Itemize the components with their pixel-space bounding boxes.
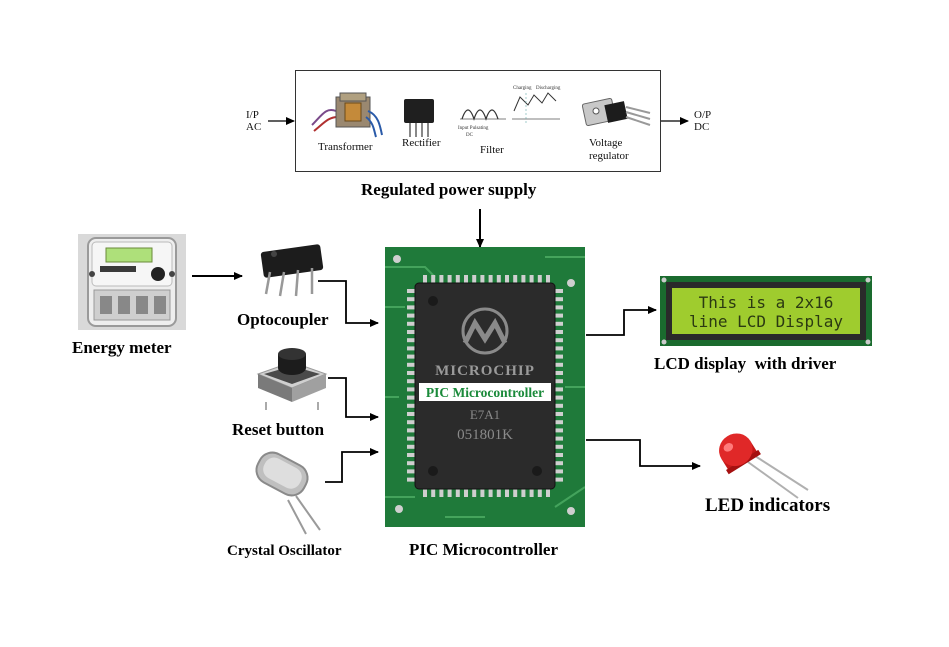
dc-output-line2: DC xyxy=(694,121,710,133)
regulator-label-line2: regulator xyxy=(589,150,629,162)
lcd-line1: This is a 2x16 xyxy=(699,293,834,312)
reset-to-mcu-arrow xyxy=(328,377,379,421)
crystal-oscillator-label: Crystal Oscillator xyxy=(227,543,342,559)
chip-code-line1: E7A1 xyxy=(470,407,500,422)
charging-label: Charging xyxy=(513,86,532,91)
reset-button-icon xyxy=(256,348,328,410)
optocoupler-label: Optocoupler xyxy=(237,310,329,329)
ac-input-line1: I/P xyxy=(246,109,259,121)
dc-output-line1: O/P xyxy=(694,109,712,121)
chip-brand: MICROCHIP xyxy=(435,363,535,379)
regulator-label: Voltage regulator xyxy=(589,137,629,163)
power-supply-block: Transformer Rectifier Charging Dischargi… xyxy=(295,70,661,172)
chip-code-line2: 051801K xyxy=(457,427,513,443)
discharging-label: Discharging xyxy=(536,86,561,91)
led-caption: LED indicators xyxy=(705,495,831,516)
mcu-to-led-arrow xyxy=(586,439,701,470)
lcd-line2: line LCD Display xyxy=(689,312,843,331)
crystal-oscillator-icon xyxy=(255,451,321,535)
dc-output-label: O/P DC xyxy=(694,109,711,133)
chip-overlay-label: PIC Microcontroller xyxy=(426,385,544,400)
energy-meter-icon xyxy=(78,234,186,330)
mcu-to-lcd-arrow xyxy=(586,306,657,336)
lcd-caption: LCD display with driver xyxy=(654,354,837,373)
chip-pins xyxy=(407,275,563,497)
optocoupler-icon xyxy=(260,244,324,297)
rectifier-icon xyxy=(404,99,434,137)
pulsating-line1: Input Pulsating xyxy=(458,126,489,131)
opto-to-mcu-arrow xyxy=(318,280,379,327)
pulsating-line2: DC xyxy=(466,133,474,138)
transformer-label: Transformer xyxy=(318,141,373,153)
transformer-icon xyxy=(311,92,383,138)
mcu-caption: PIC Microcontroller xyxy=(409,540,559,559)
voltage-regulator-icon xyxy=(582,97,651,127)
crystal-to-mcu-arrow xyxy=(325,448,379,483)
rectifier-label: Rectifier xyxy=(402,137,441,149)
reset-button-label: Reset button xyxy=(232,420,325,439)
pic-microcontroller-image: MICROCHIP E7A1 051801K PIC Microcontroll… xyxy=(385,247,585,527)
filter-graph: Charging Discharging Input Pulsating DC xyxy=(458,86,561,138)
energy-meter-label: Energy meter xyxy=(72,338,172,357)
regulator-label-line1: Voltage xyxy=(589,137,623,149)
ac-input-label: I/P AC xyxy=(246,109,261,133)
lcd-display-icon: This is a 2x16 line LCD Display xyxy=(660,276,872,346)
power-supply-title: Regulated power supply xyxy=(361,180,537,199)
led-indicator-icon xyxy=(719,433,809,499)
ac-input-line2: AC xyxy=(246,121,262,133)
filter-label: Filter xyxy=(480,144,504,156)
